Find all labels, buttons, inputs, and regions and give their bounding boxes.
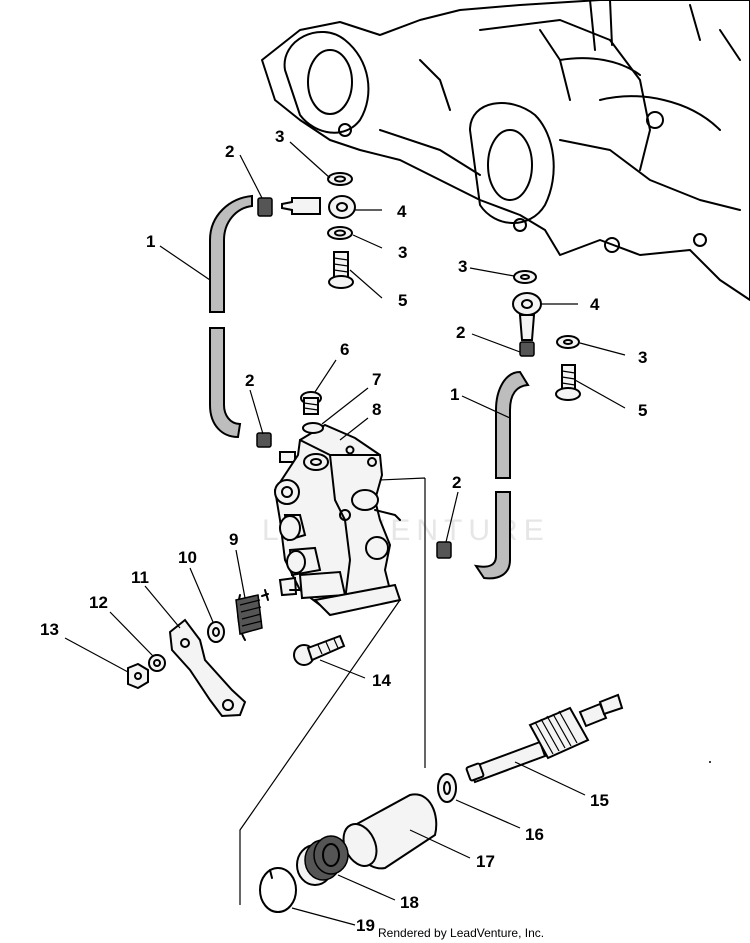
hose-clamp-upper-right bbox=[519, 341, 535, 357]
callout-labels: 1 1 2 2 2 2 3 3 3 3 4 4 5 5 6 7 8 9 10 1… bbox=[40, 127, 647, 935]
callout-4-right: 4 bbox=[590, 295, 600, 314]
callout-17: 17 bbox=[476, 852, 495, 871]
callout-5-right: 5 bbox=[638, 401, 647, 420]
hose-left-upper bbox=[209, 194, 253, 313]
shaft-washer bbox=[437, 773, 457, 803]
washer-upper-a bbox=[327, 172, 353, 186]
washer-right-b bbox=[556, 335, 580, 349]
hose-clamp-lower-right bbox=[436, 541, 452, 559]
right-hose-assembly bbox=[436, 270, 581, 580]
banjo-eye-right bbox=[512, 292, 542, 316]
spring bbox=[235, 589, 269, 641]
callout-12: 12 bbox=[89, 593, 108, 612]
callout-11: 11 bbox=[131, 568, 149, 587]
drive-sleeve bbox=[342, 793, 438, 870]
callout-6: 6 bbox=[340, 340, 349, 359]
hose-right-upper bbox=[495, 370, 530, 479]
callout-16: 16 bbox=[525, 825, 544, 844]
callout-2-mid-left: 2 bbox=[245, 371, 254, 390]
leader-lines bbox=[64, 141, 711, 926]
hose-right-lower bbox=[473, 491, 511, 580]
callout-9: 9 bbox=[229, 530, 238, 549]
snap-ring bbox=[259, 867, 297, 913]
pump-mount-bolt bbox=[293, 634, 346, 666]
banjo-eye-upper-left bbox=[328, 195, 356, 219]
engine-block bbox=[261, 0, 750, 301]
drive-spring bbox=[296, 835, 349, 886]
callout-3-d: 3 bbox=[638, 348, 647, 367]
callout-3-a: 3 bbox=[275, 127, 284, 146]
washer-upper-b bbox=[327, 226, 353, 240]
left-hose-assembly bbox=[209, 172, 356, 463]
callout-7: 7 bbox=[372, 370, 381, 389]
callout-18: 18 bbox=[400, 893, 419, 912]
callout-10: 10 bbox=[178, 548, 197, 567]
callout-4-left: 4 bbox=[397, 202, 407, 221]
drive-shaft bbox=[465, 693, 624, 784]
callout-5-left: 5 bbox=[398, 291, 407, 310]
callout-3-c: 3 bbox=[458, 257, 467, 276]
hose-clamp-upper-left bbox=[257, 197, 273, 217]
screw-washer bbox=[302, 422, 324, 434]
callout-1-right: 1 bbox=[450, 385, 459, 404]
callout-13: 13 bbox=[40, 620, 59, 639]
hose-clamp-mid-left bbox=[256, 432, 272, 448]
oil-pump-body bbox=[273, 423, 402, 617]
hose-left-lower bbox=[209, 327, 242, 439]
callout-2-upper-left: 2 bbox=[225, 142, 234, 161]
washer-right-a bbox=[513, 270, 537, 284]
callout-3-b: 3 bbox=[398, 243, 407, 262]
callout-2-lower-right: 2 bbox=[452, 473, 461, 492]
render-credit: Rendered by LeadVenture, Inc. bbox=[378, 926, 544, 940]
assembly-bracket-line bbox=[239, 477, 426, 905]
nut bbox=[127, 662, 149, 690]
callout-19: 19 bbox=[356, 916, 375, 935]
banjo-fitting-right bbox=[518, 314, 536, 341]
banjo-fitting-upper-left bbox=[281, 197, 321, 215]
callout-2-upper-right: 2 bbox=[456, 323, 465, 342]
callout-15: 15 bbox=[590, 791, 609, 810]
callout-8: 8 bbox=[372, 400, 381, 419]
callout-14: 14 bbox=[372, 671, 391, 690]
washer-10 bbox=[207, 621, 225, 643]
pump-vent-screw bbox=[300, 391, 324, 434]
lock-washer bbox=[148, 654, 166, 672]
callout-1-left: 1 bbox=[146, 232, 155, 251]
